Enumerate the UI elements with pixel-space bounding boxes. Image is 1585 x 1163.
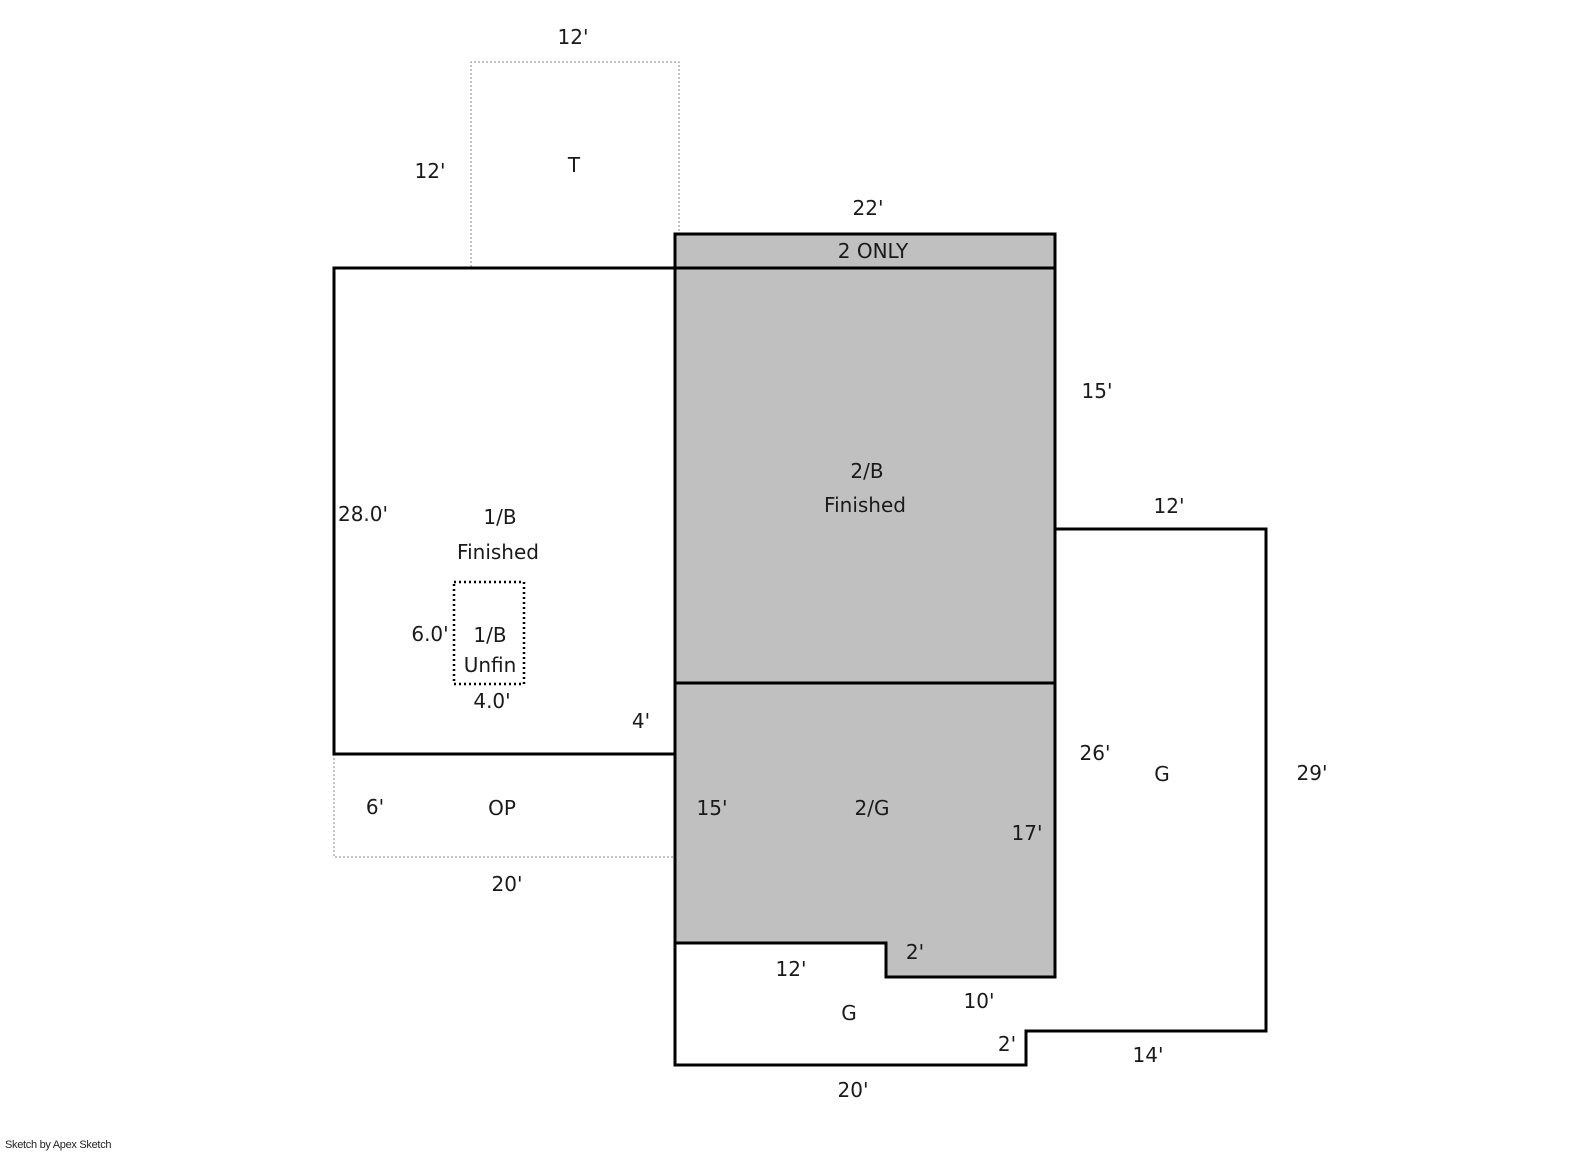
second-basement-area [675, 268, 1055, 683]
second-garage-area [675, 683, 1055, 977]
second-basement-code: 2/B [850, 459, 883, 483]
terrace-outline [470, 61, 680, 267]
dim-basement-right-side: 15' [1082, 379, 1113, 403]
unfin-code: 1/B [473, 623, 506, 647]
sketch-credit: Sketch by Apex Sketch [5, 1139, 112, 1151]
dim-garage-bottom-14: 14' [1133, 1043, 1164, 1067]
garage-lower-label: G [841, 1001, 857, 1025]
terrace-label: T [567, 153, 581, 177]
dim-step-upper: 2' [906, 940, 924, 964]
first-basement-code: 1/B [483, 505, 516, 529]
dim-garage2-left: 15' [697, 796, 728, 820]
dim-garage-left-26: 26' [1080, 741, 1111, 765]
unfin-area-outline [452, 580, 526, 686]
open-porch-label: OP [488, 796, 516, 820]
dim-unfin-bottom: 4.0' [473, 689, 510, 713]
dim-garage2-right: 17' [1012, 821, 1043, 845]
dim-porch-side: 6' [366, 795, 384, 819]
dim-garage-top: 12' [1154, 494, 1185, 518]
dim-notch-4: 4' [632, 709, 650, 733]
dim-garage-inner-12: 12' [776, 957, 807, 981]
dim-porch-bottom: 20' [492, 872, 523, 896]
garage-label: G [1154, 762, 1170, 786]
two-only-label: 2 ONLY [838, 239, 909, 263]
second-garage-label: 2/G [855, 796, 890, 820]
garage-outline [673, 527, 1268, 1067]
first-basement-status: Finished [457, 540, 539, 564]
dim-terrace-side: 12' [415, 159, 446, 183]
dim-garage-inner-10: 10' [964, 989, 995, 1013]
two-only-area [675, 234, 1055, 268]
dim-garage-right: 29' [1297, 761, 1328, 785]
dim-two-only-top: 22' [853, 196, 884, 220]
dim-terrace-top: 12' [558, 25, 589, 49]
dim-unfin-left: 6.0' [411, 622, 448, 646]
dim-step-lower: 2' [998, 1032, 1016, 1056]
unfin-status: Unfin [464, 653, 517, 677]
dim-first-basement-left: 28.0' [338, 502, 388, 526]
dim-garage-bottom-20: 20' [838, 1078, 869, 1102]
second-basement-status: Finished [824, 493, 906, 517]
